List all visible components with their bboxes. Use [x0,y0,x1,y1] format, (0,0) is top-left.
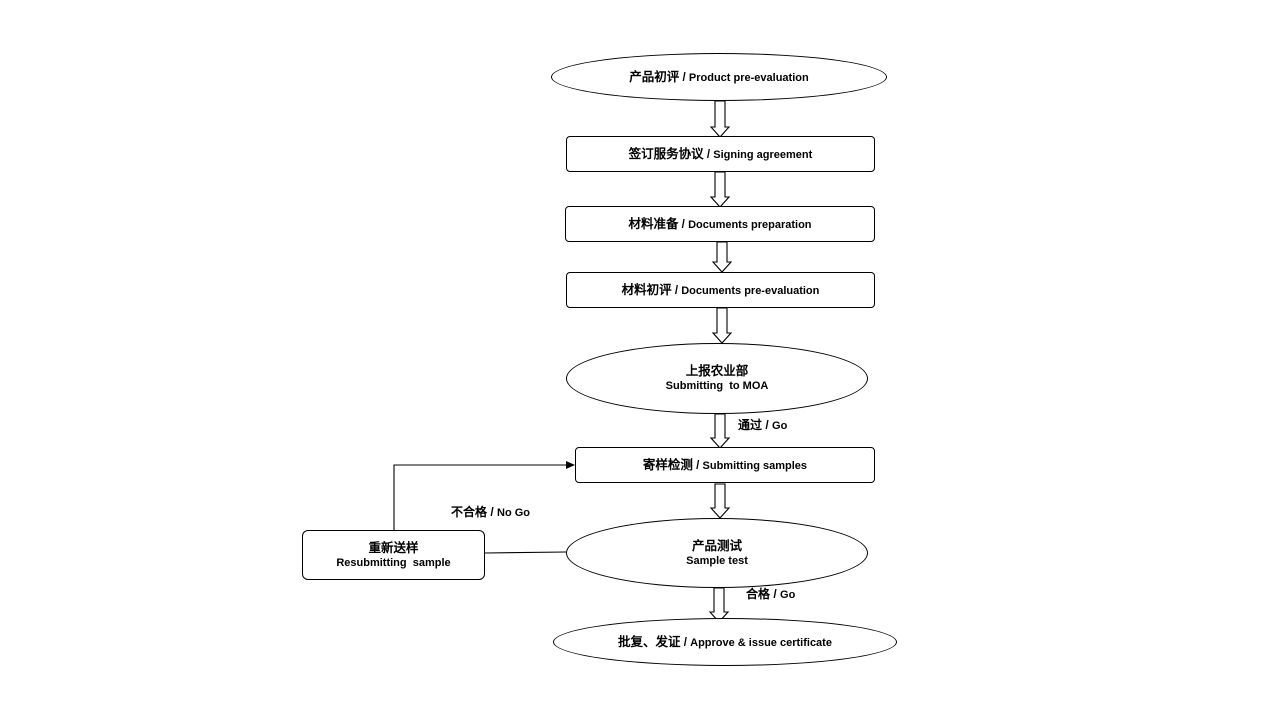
node-documents-pre-evaluation-zh: 材料初评 [621,282,672,297]
node-submitting-to-moa-en: Submitting to MOA [665,380,769,392]
node-submitting-samples: 寄样检测 / Submitting samples [575,447,875,483]
node-resubmitting-sample-en: Resubmitting sample [336,556,451,569]
block-arrow-6 [709,483,731,519]
node-submitting-to-moa: 上报农业部 Submitting to MOA [566,343,868,414]
node-sample-test-en: Sample test [686,554,748,567]
node-documents-preparation: 材料准备 / Documents preparation [565,206,875,242]
node-approve-issue-en: Approve & issue certificate [690,636,832,649]
block-arrow-4 [711,307,733,344]
node-product-pre-evaluation-en: Product pre-evaluation [688,71,809,84]
node-documents-pre-evaluation-en: Documents pre-evaluation [681,284,820,297]
edge-label-moa-go: 通过 / Go [738,418,788,432]
block-arrow-5 [709,413,731,449]
node-approve-issue-certificate: 批复、发证 / Approve & issue certificate [553,618,897,666]
node-product-pre-evaluation-zh: 产品初评 [629,69,680,84]
node-submitting-samples-en: Submitting samples [702,459,808,472]
node-resubmitting-sample-zh: 重新送样 [368,540,419,555]
node-documents-pre-evaluation: 材料初评 / Documents pre-evaluation [566,272,875,308]
node-approve-issue-zh: 批复、发证 [618,634,681,649]
block-arrow-2 [709,171,731,208]
node-submitting-samples-zh: 寄样检测 [642,457,693,472]
connector-test-to-resubmit [484,551,567,554]
node-signing-agreement-zh: 签订服务协议 [628,146,704,161]
node-sample-test: 产品测试 Sample test [566,518,868,588]
edge-label-test-no-go: 不合格 / No Go [451,505,531,519]
node-product-pre-evaluation: 产品初评 / Product pre-evaluation [551,53,887,101]
block-arrow-7 [708,587,730,623]
block-arrow-1 [709,100,731,138]
edge-label-test-go: 合格 / Go [746,587,796,601]
node-signing-agreement: 签订服务协议 / Signing agreement [566,136,875,172]
node-signing-agreement-en: Signing agreement [713,148,813,161]
connector-resubmit-to-samples [393,461,575,530]
node-documents-preparation-zh: 材料准备 [628,216,679,231]
node-sample-test-zh: 产品测试 [691,538,742,553]
node-resubmitting-sample: 重新送样 Resubmitting sample [302,530,485,580]
block-arrow-3 [711,241,733,273]
node-documents-preparation-en: Documents preparation [688,218,812,231]
node-submitting-to-moa-zh: 上报农业部 [685,364,749,378]
